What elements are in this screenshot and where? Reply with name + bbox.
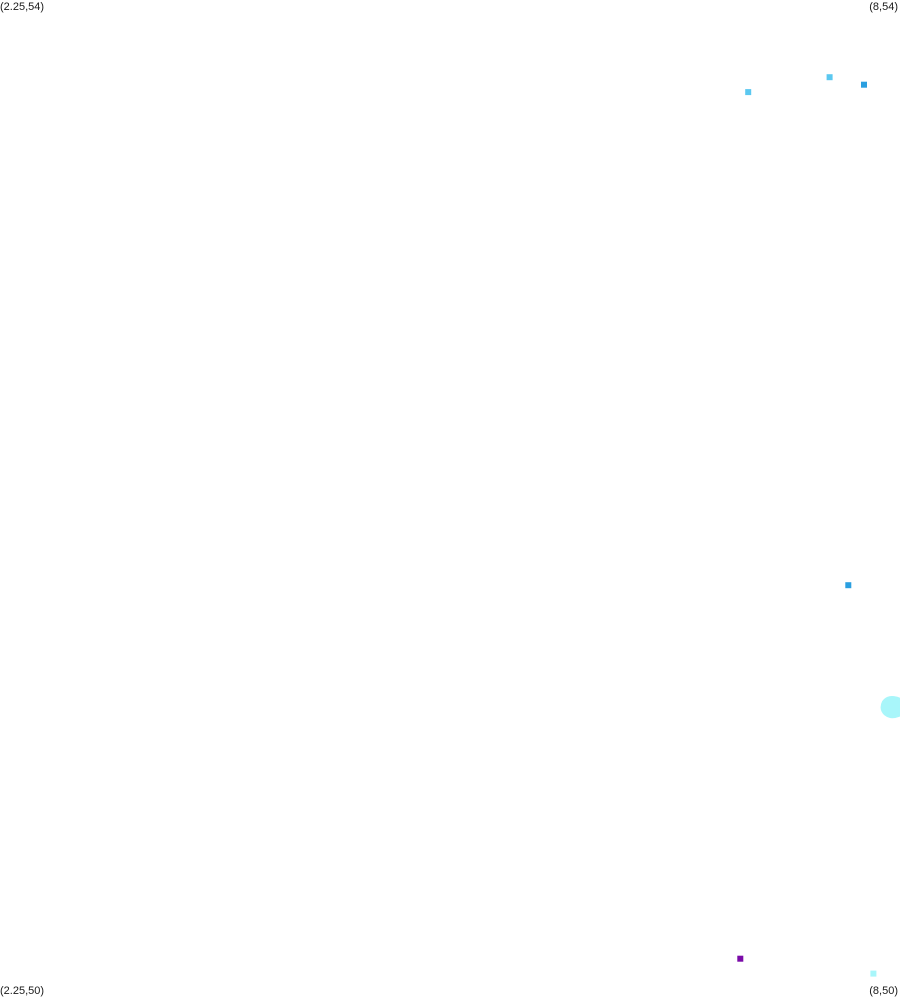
map-region-1[interactable] xyxy=(880,696,900,719)
map-point-2[interactable] xyxy=(826,74,833,81)
corner-label-top-right: (8,54) xyxy=(869,1,898,13)
map-point-3[interactable] xyxy=(861,81,867,88)
map-point-6[interactable] xyxy=(870,970,877,977)
corner-label-bottom-right: (8,50) xyxy=(869,985,898,997)
corner-label-top-left: (2.25,54) xyxy=(0,1,45,13)
map-point-5[interactable] xyxy=(737,955,744,962)
corner-label-bottom-left: (2.25,50) xyxy=(0,985,45,997)
map-point-1[interactable] xyxy=(745,89,752,96)
map-point-4[interactable] xyxy=(845,582,852,589)
